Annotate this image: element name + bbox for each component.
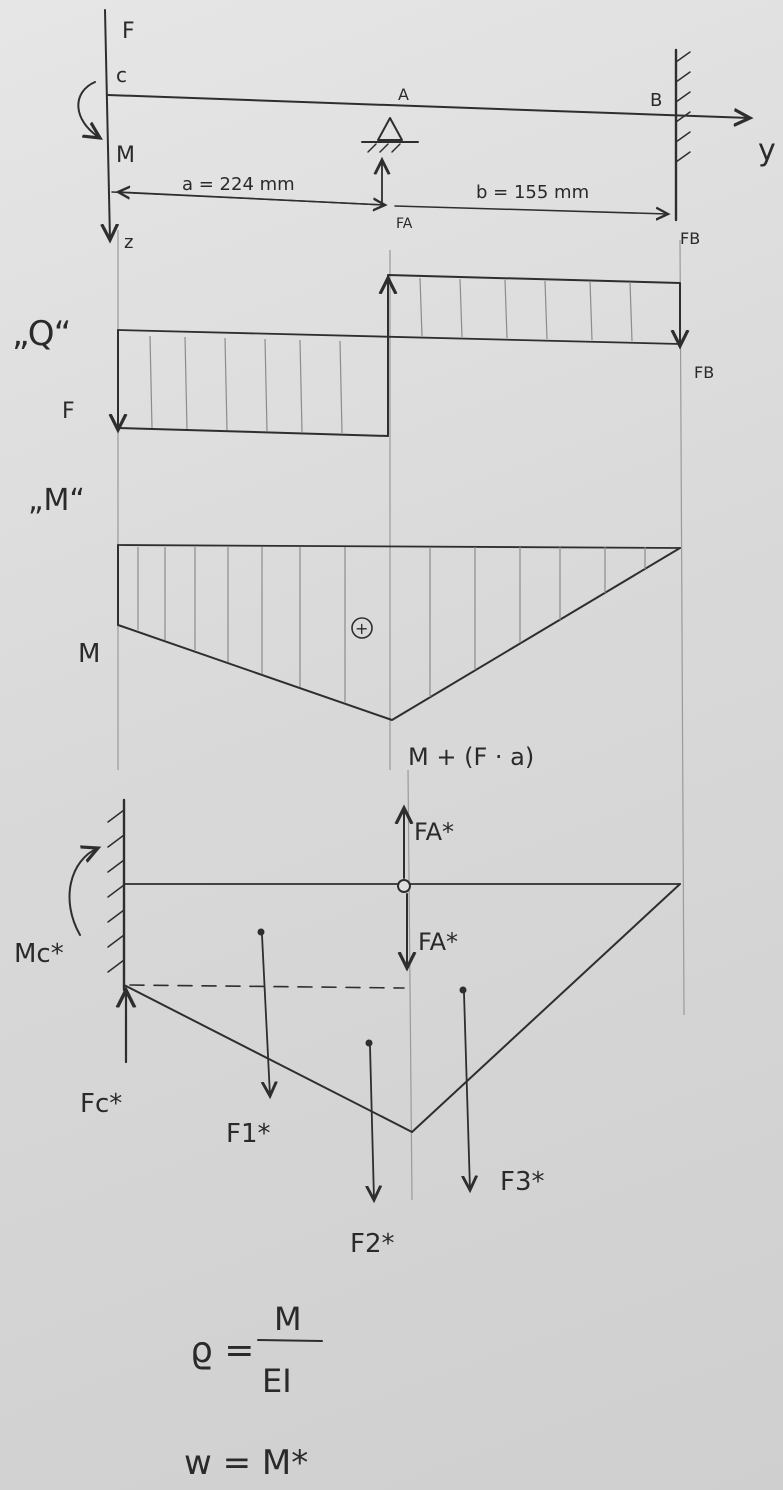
f2-label: F2* — [350, 1229, 395, 1259]
reaction-b-label: FB — [680, 229, 700, 248]
moment-label: M — [116, 143, 135, 168]
shear-diagram: „Q“ F FB — [12, 274, 714, 437]
point-b-label: B — [650, 90, 662, 111]
point-a-label: A — [398, 85, 409, 104]
conjugate-beam: FA* FA* Mc* Fc* F1* F2* F3* — [14, 798, 681, 1259]
mc-moment-arrow — [68, 848, 98, 936]
fraction-bar — [257, 1339, 323, 1342]
shear-title: „Q“ — [12, 314, 71, 354]
conjugate-outline — [123, 883, 681, 1133]
y-axis-label: y — [758, 133, 776, 168]
f2-arrow — [370, 1045, 374, 1200]
fc-label: Fc* — [80, 1089, 122, 1119]
shear-left-label: F — [62, 399, 75, 424]
moment-hatching — [137, 547, 646, 703]
beam-axis-line — [107, 94, 750, 118]
moment-baseline — [117, 544, 681, 549]
dim-b-label: b = 155 mm — [476, 182, 589, 203]
positive-sign-circle — [351, 617, 373, 639]
point-c-label: c — [116, 63, 127, 87]
f3-label: F3* — [500, 1167, 545, 1197]
beam-section: F c A B y M a = 224 mm b = 155 mm FA FB … — [77, 9, 776, 253]
fixed-wall-b — [674, 48, 691, 222]
curvature-lhs: ϱ = — [190, 1330, 254, 1371]
z-axis-line — [105, 9, 110, 240]
curvature-numerator: M — [274, 1300, 302, 1338]
reaction-a-label: FA — [396, 216, 413, 232]
moment-arrow — [77, 81, 100, 138]
moment-sign: + — [355, 619, 368, 638]
force-label: F — [122, 19, 135, 44]
shear-baseline — [117, 329, 681, 345]
z-axis-label: z — [124, 232, 133, 253]
deflection-formula: w = M* — [184, 1443, 308, 1483]
moment-title: „M“ — [28, 483, 85, 518]
moment-peak-label: M + (F · a) — [408, 743, 534, 771]
moment-outline — [117, 544, 681, 721]
moment-diagram: + „M“ M M + (F · a) — [28, 483, 681, 771]
f1-arrow — [262, 934, 270, 1096]
dim-a-label: a = 224 mm — [182, 174, 295, 195]
fa-down-label: FA* — [418, 928, 458, 956]
formulas: ϱ = M EI w = M* — [184, 1300, 323, 1483]
f3-arrow — [464, 992, 470, 1190]
shear-right-label: FB — [694, 363, 714, 382]
mc-label: Mc* — [14, 939, 64, 969]
shear-outline — [117, 274, 681, 437]
conjugate-dashed-line — [129, 984, 405, 989]
fa-up-label: FA* — [414, 818, 454, 846]
moment-left-label: M — [78, 639, 100, 669]
pin-support-a — [361, 117, 419, 153]
f1-label: F1* — [226, 1119, 271, 1149]
curvature-denominator: EI — [262, 1362, 292, 1400]
shear-hatching — [149, 277, 633, 434]
hinge-a — [397, 879, 411, 893]
dim-b-line — [394, 205, 668, 214]
